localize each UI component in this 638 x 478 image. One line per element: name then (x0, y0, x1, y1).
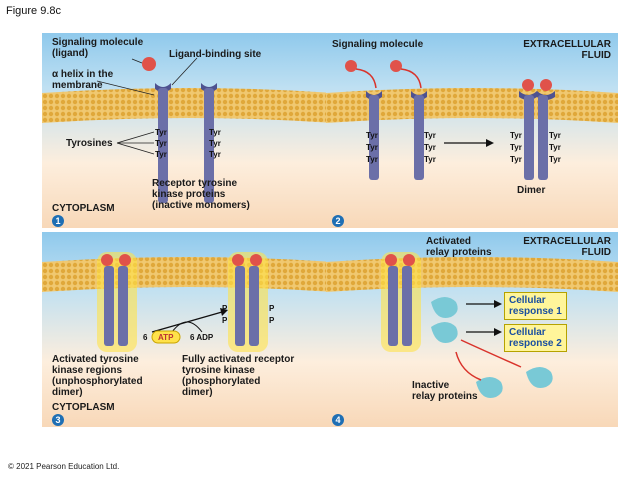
ligand-binding-site-label: Ligand-binding site (169, 49, 262, 60)
receptor-monomer (155, 83, 171, 203)
inactive-relay-label: Inactive relay proteins (412, 380, 478, 402)
fully-activated-label: Fully activated receptor tyrosine kinase… (182, 354, 295, 398)
tyr-label: Tyr (366, 131, 378, 140)
dimer-label: Dimer (517, 185, 546, 196)
tyrosines-label: Tyrosines (66, 138, 113, 149)
panel-1-graphic (42, 57, 334, 203)
atp-badge (151, 330, 181, 344)
tyr-label: Tyr (155, 139, 167, 148)
tyr-label: Tyr (549, 155, 561, 164)
alpha-helix-label: α helix in the membrane (52, 69, 114, 91)
step-number: 2 (332, 215, 344, 227)
tyr-label: Tyr (424, 131, 436, 140)
atp-label: ATP (158, 333, 174, 342)
receptor-label: Receptor tyrosine kinase proteins (inact… (152, 178, 250, 211)
step-number: 1 (52, 215, 64, 227)
binding-arrow (400, 68, 422, 89)
ligand (142, 57, 156, 71)
signaling-molecule-label: Signaling molecule (ligand) (52, 37, 144, 59)
step-number: 4 (332, 414, 344, 426)
receptor-monomer (411, 91, 427, 180)
activation-arrow (455, 351, 482, 381)
cellular-response-2: Cellular response 2 (504, 324, 567, 352)
receptor-monomer (366, 91, 382, 180)
phosphorylated-dimer (228, 252, 268, 352)
tyr-label: Tyr (549, 143, 561, 152)
tyr-label: Tyr (510, 155, 522, 164)
p-label: P (222, 316, 228, 325)
leader-line (171, 57, 198, 86)
panel-4-graphic (326, 252, 618, 398)
relay-protein (431, 297, 458, 318)
step-number: 3 (52, 414, 64, 426)
p-label: P (222, 304, 228, 313)
tyr-label: Tyr (424, 155, 436, 164)
panel-2-graphic (326, 60, 618, 180)
atp-count: 6 (143, 333, 148, 342)
ligand (345, 60, 357, 72)
receptor-dimer (519, 79, 555, 180)
p-label: P (269, 304, 275, 313)
relay-protein (476, 377, 503, 398)
active-receptor (381, 252, 421, 352)
membrane (42, 257, 334, 292)
figure-title: Figure 9.8c (6, 5, 62, 17)
tyr-label: Tyr (366, 155, 378, 164)
activated-dimer (97, 252, 137, 352)
activation-arrow (460, 339, 522, 368)
panel-4: Activated relay proteins EXTRACELLULAR F… (326, 232, 618, 427)
cytoplasm-label: CYTOPLASM (52, 203, 115, 214)
ligand (390, 60, 402, 72)
leader-line (131, 58, 143, 64)
leader-line (96, 80, 155, 96)
panel-3-graphic (42, 252, 334, 352)
tyr-label: Tyr (366, 143, 378, 152)
signaling-molecule-label: Signaling molecule (332, 39, 424, 50)
membrane (42, 88, 334, 123)
receptor-monomer (201, 83, 217, 203)
tyr-label: Tyr (549, 131, 561, 140)
tyr-label: Tyr (155, 128, 167, 137)
binding-arrow (355, 68, 377, 89)
tyr-label: Tyr (424, 143, 436, 152)
tyr-label: Tyr (510, 131, 522, 140)
extracellular-fluid-label: EXTRACELLULAR FLUID (523, 236, 611, 258)
copyright: © 2021 Pearson Education Ltd. (8, 462, 120, 471)
cellular-response-1: Cellular response 1 (504, 292, 567, 320)
membrane (326, 257, 618, 292)
cytoplasm-label: CYTOPLASM (52, 402, 115, 413)
tyr-label: Tyr (510, 143, 522, 152)
activated-relay-label: Activated relay proteins (426, 236, 492, 258)
relay-protein (526, 367, 553, 388)
panel-3: 6 ATP 6 ADP P P P P Activated tyrosine k… (42, 232, 334, 427)
tyr-label: Tyr (209, 150, 221, 159)
tyr-label: Tyr (209, 128, 221, 137)
extracellular-fluid-label: EXTRACELLULAR FLUID (523, 39, 611, 61)
tyr-label: Tyr (155, 150, 167, 159)
p-label: P (269, 316, 275, 325)
relay-protein (431, 322, 458, 343)
panel-1: Signaling molecule (ligand) Ligand-bindi… (42, 33, 334, 228)
panel-2: Signaling molecule EXTRACELLULAR FLUID T… (326, 33, 618, 228)
activated-regions-label: Activated tyrosine kinase regions (unpho… (52, 354, 143, 398)
adp-label: 6 ADP (190, 333, 214, 342)
tyr-label: Tyr (209, 139, 221, 148)
